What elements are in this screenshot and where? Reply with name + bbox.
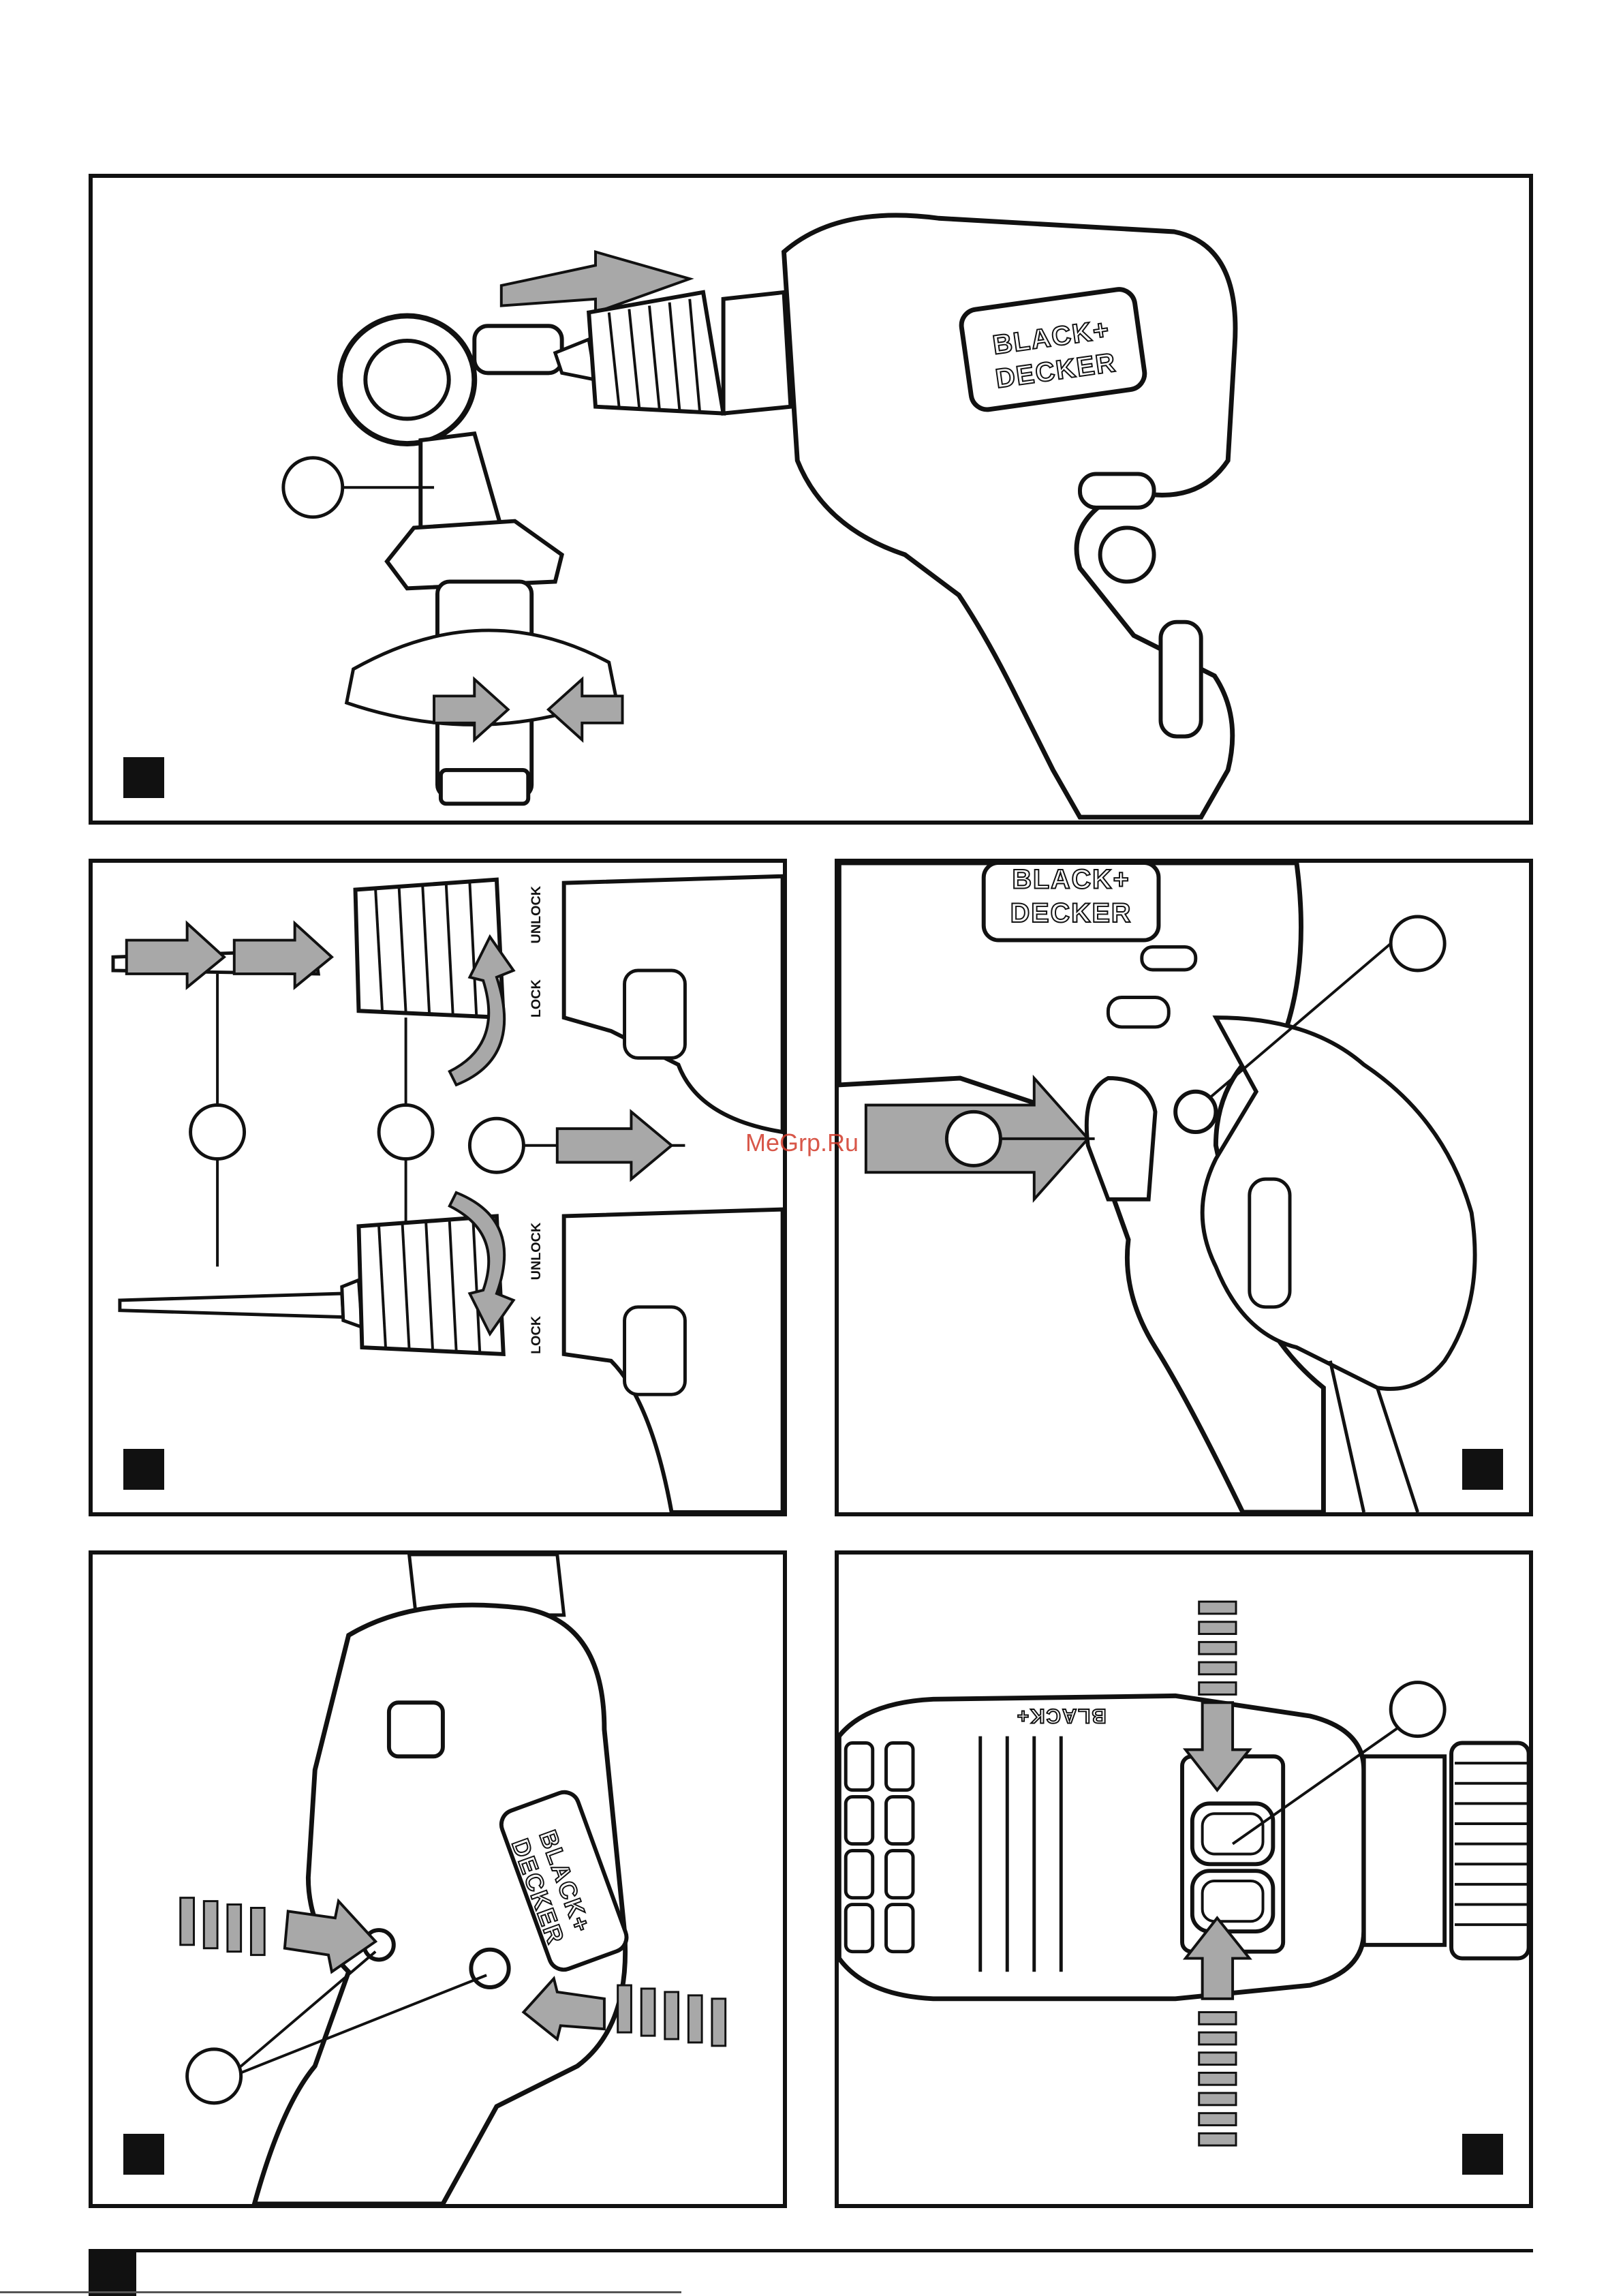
push-arrow-collar [557,1112,672,1179]
figure-marker [123,1449,164,1490]
side-handle-illustration: BLACK+ DECKER [93,178,1529,821]
figure-marker [1462,2134,1503,2175]
figure-panel-direction: BLACK+ DECKER [89,1550,787,2208]
trigger-illustration: BLACK+ DECKER [839,863,1529,1512]
callout-circle-lock [1391,917,1444,970]
insert-arrow-1 [127,923,224,988]
callout-circle-trigger [946,1112,1000,1165]
callout-circle [1391,1683,1444,1736]
watermark-text: MeGrp.Ru [745,1129,859,1157]
mode-illustration: BLACK+ [839,1555,1529,2204]
figure-panel-trigger: BLACK+ DECKER [835,859,1533,1516]
figure-panel-side-handle: BLACK+ DECKER [89,174,1533,825]
callout-circle [283,458,343,517]
direction-illustration: BLACK+ DECKER [93,1555,783,2204]
figure-marker [123,2134,164,2175]
chuck-illustration: UNLOCK LOCK UNLOCK LOCK [93,863,783,1512]
figure-panel-chuck: UNLOCK LOCK UNLOCK LOCK [89,859,787,1516]
callout-circle-collar [469,1118,523,1172]
figure-marker [123,757,164,798]
trigger [1087,1078,1156,1199]
lock-label-bottom: LOCK [529,1315,544,1354]
brand-text-line1: BLACK+ [1013,865,1130,895]
selector-right [471,1950,508,1987]
footer-marker [89,2249,136,2296]
figure-panel-mode: BLACK+ [835,1550,1533,2208]
callout-circle-bit [191,1105,245,1159]
lock-label-top: LOCK [529,979,544,1017]
drill-bit-bottom [120,1294,343,1317]
unlock-label-top: UNLOCK [529,885,544,943]
brand-text-line2: DECKER [1010,898,1132,928]
callout-circle-chuck [379,1105,433,1159]
unlock-label-bottom: UNLOCK [529,1222,544,1280]
brand-text-mirrored: BLACK+ [1016,1704,1107,1727]
bottom-rule [0,2291,681,2293]
insert-arrow-2 [234,923,332,988]
footer-rule [89,2249,1533,2252]
drill-chuck [589,292,723,414]
figure-marker [1462,1449,1503,1490]
callout-circle [187,2049,241,2103]
drill-body-top [839,1696,1363,1998]
